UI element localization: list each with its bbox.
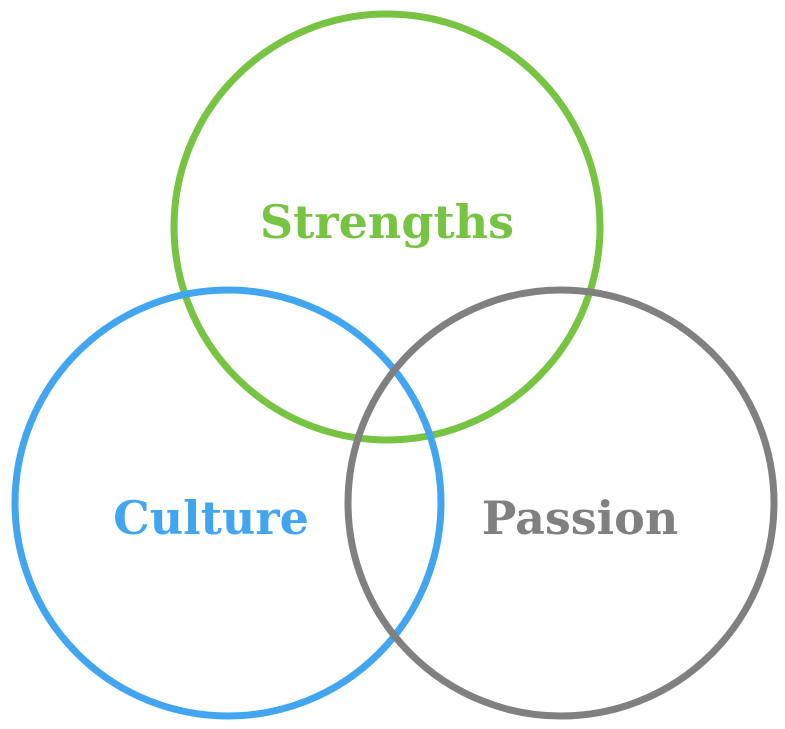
strengths-circle	[170, 10, 604, 444]
venn-set-culture: Culture	[11, 286, 445, 720]
culture-label: Culture	[113, 491, 309, 545]
venn-set-passion: Passion	[344, 286, 778, 720]
culture-circle	[11, 286, 445, 720]
venn-set-strengths: Strengths	[170, 10, 604, 444]
passion-circle	[344, 286, 778, 720]
strengths-label: Strengths	[260, 195, 514, 249]
passion-label: Passion	[482, 491, 679, 545]
